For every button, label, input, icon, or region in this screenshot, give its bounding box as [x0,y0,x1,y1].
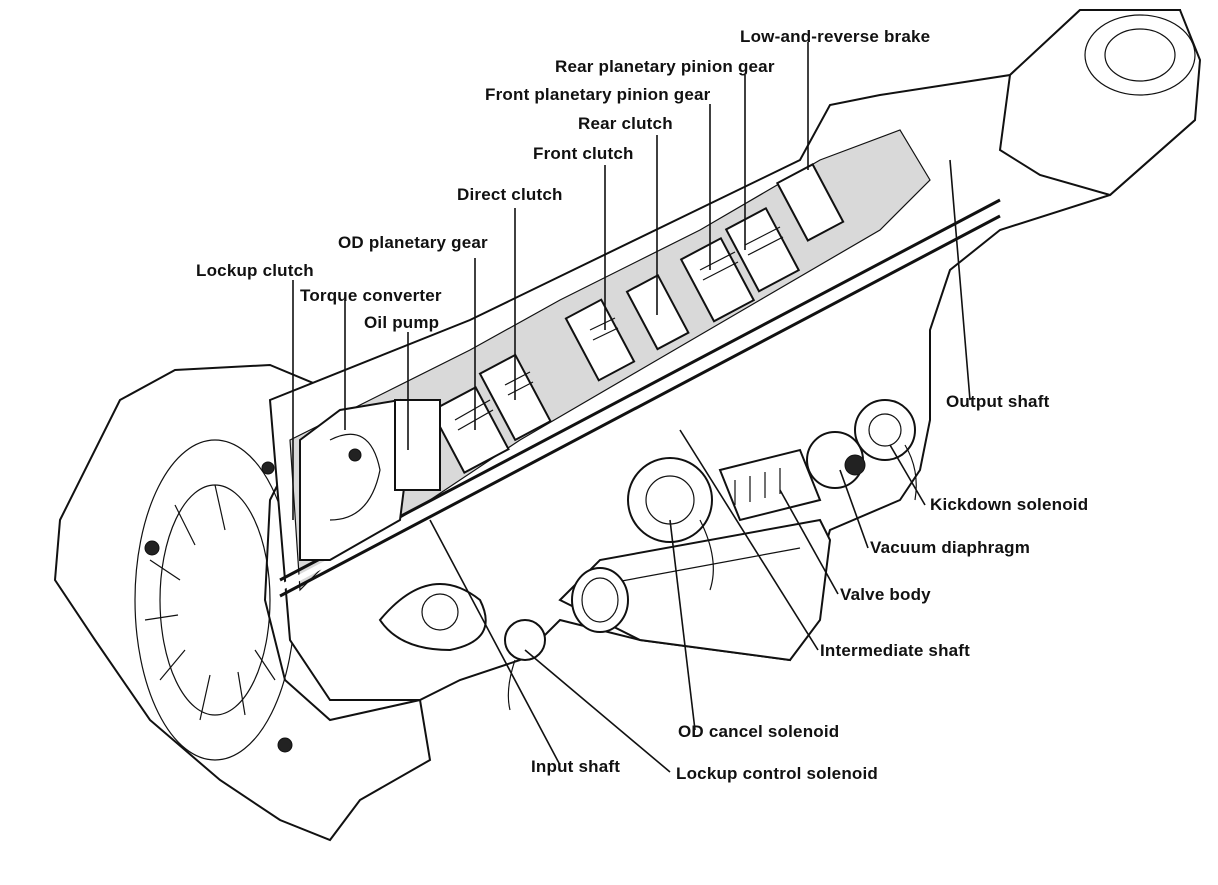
label-front-clutch: Front clutch [533,144,634,163]
label-input-shaft: Input shaft [531,757,621,776]
label-front-planetary-pinion-gear: Front planetary pinion gear [485,85,711,104]
label-oil-pump: Oil pump [364,313,440,332]
label-torque-converter: Torque converter [300,286,442,305]
label-intermediate-shaft: Intermediate shaft [820,641,971,660]
label-lockup-clutch: Lockup clutch [196,261,314,280]
lockup-solenoid-body [504,619,546,661]
oil-pump-body [394,399,441,491]
bell-housing [53,363,432,842]
extension-housing [998,9,1202,197]
label-kickdown-solenoid: Kickdown solenoid [930,495,1089,514]
label-vacuum-diaphragm: Vacuum diaphragm [870,538,1031,557]
valve-body [718,448,822,522]
label-valve-body: Valve body [840,585,931,604]
kickdown-solenoid-body [854,399,916,461]
leader-lines [292,42,971,773]
converter-fins [144,484,276,721]
label-od-planetary-gear: OD planetary gear [338,233,488,252]
label-rear-planetary-pinion-gear: Rear planetary pinion gear [555,57,775,76]
label-rear-clutch: Rear clutch [578,114,673,133]
intermediate-port [571,567,629,633]
label-direct-clutch: Direct clutch [457,185,563,204]
pump-gear [378,583,487,652]
transmission-case [268,9,1197,701]
label-lockup-control-solenoid: Lockup control solenoid [676,764,878,783]
label-output-shaft: Output shaft [946,392,1050,411]
label-od-cancel-solenoid: OD cancel solenoid [678,722,840,741]
od-cancel-solenoid-body [627,457,713,543]
label-low-reverse-brake: Low-and-reverse brake [740,27,931,46]
clutch-plates [454,226,784,431]
